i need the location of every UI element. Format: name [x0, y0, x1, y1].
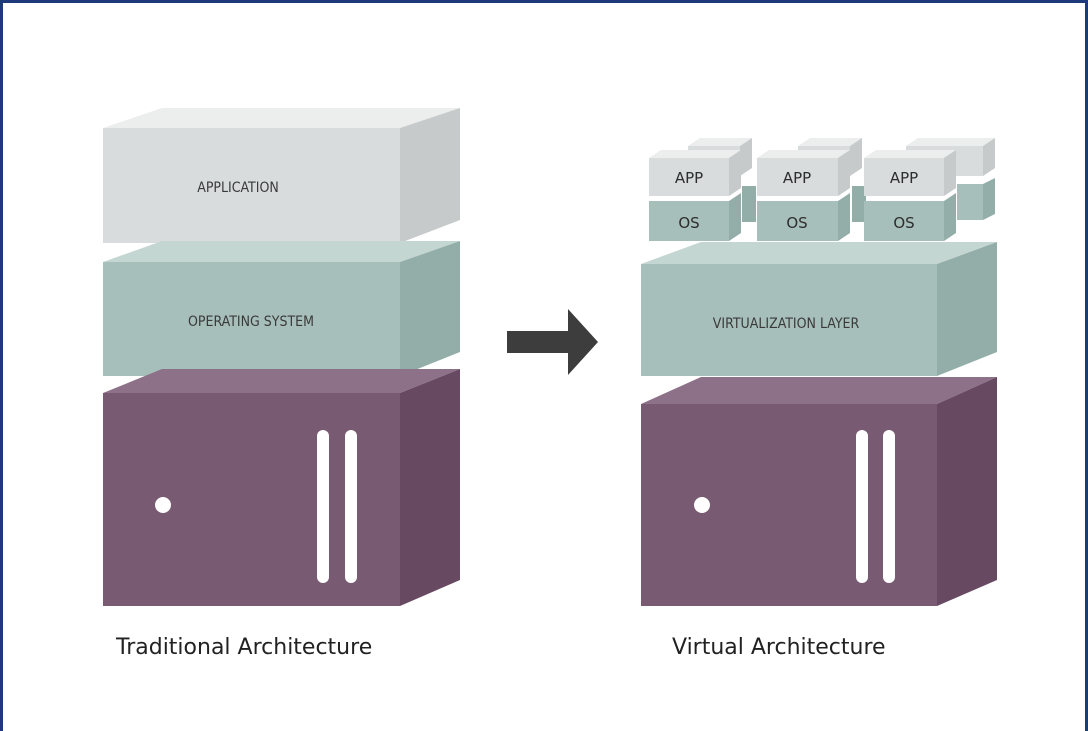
vm-stack-2: APP OS [757, 150, 850, 241]
vm-stack-1: APP OS [649, 150, 741, 241]
application-block: APPLICATION [103, 108, 460, 243]
vm-os-label: OS [786, 214, 807, 232]
operating-system-label: OPERATING SYSTEM [188, 314, 314, 330]
drive-slot-icon [883, 430, 895, 583]
transition-arrow-icon [507, 309, 598, 375]
hardware-block [103, 369, 460, 606]
operating-system-block: OPERATING SYSTEM [103, 241, 460, 376]
vm-app-label: APP [783, 169, 811, 187]
vm-stack-3: APP OS [864, 150, 956, 241]
virtual-hardware-block [641, 377, 997, 606]
power-light-icon [694, 497, 710, 513]
vm-os-label: OS [678, 214, 699, 232]
virtual-architecture: APP OS APP OS APP OS [641, 138, 997, 660]
power-light-icon [155, 497, 171, 513]
vm-app-label: APP [890, 169, 918, 187]
drive-slot-icon [317, 430, 329, 583]
virtualization-layer-block: VIRTUALIZATION LAYER [641, 242, 997, 376]
virtual-caption: Virtual Architecture [672, 635, 886, 660]
traditional-architecture: APPLICATION OPERATING SYSTEM Traditional… [103, 108, 460, 660]
drive-slot-icon [345, 430, 357, 583]
vm-app-label: APP [675, 169, 703, 187]
vm-os-label: OS [893, 214, 914, 232]
drive-slot-icon [856, 430, 868, 583]
application-label: APPLICATION [197, 180, 279, 196]
virtualization-layer-label: VIRTUALIZATION LAYER [713, 316, 860, 332]
traditional-caption: Traditional Architecture [115, 635, 372, 660]
